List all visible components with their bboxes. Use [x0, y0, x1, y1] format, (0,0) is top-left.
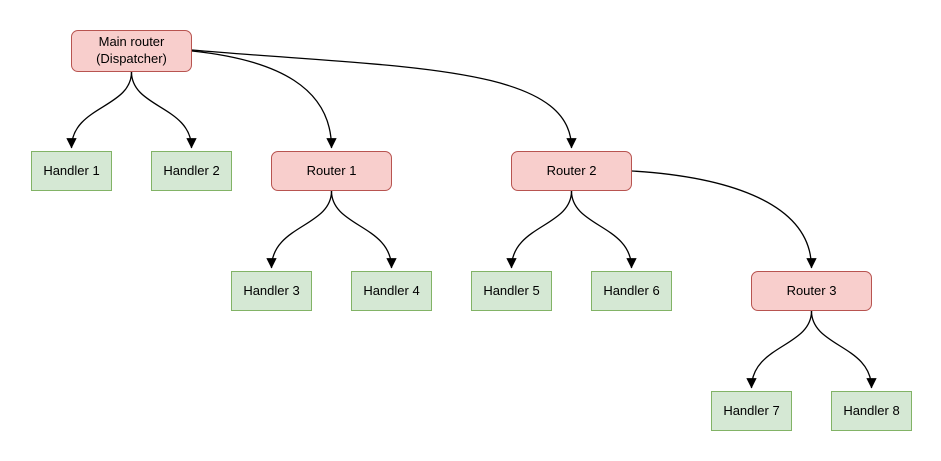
node-handler-6: Handler 6	[591, 271, 672, 311]
edge-main-router-to-handler-2	[130, 71, 197, 149]
node-router-1: Router 1	[271, 151, 392, 191]
edge-router-2-to-router-3	[631, 170, 817, 269]
node-handler-1: Handler 1	[31, 151, 112, 191]
node-handler-5: Handler 5	[471, 271, 552, 311]
edge-router-2-to-handler-6	[570, 190, 637, 269]
edge-main-router-to-router-2	[191, 49, 577, 149]
node-handler-2: Handler 2	[151, 151, 232, 191]
node-router-3: Router 3	[751, 271, 872, 311]
node-router-2: Router 2	[511, 151, 632, 191]
edge-router-1-to-handler-4	[330, 190, 397, 269]
edge-router-1-to-handler-3	[266, 190, 333, 269]
node-main-router: Main router (Dispatcher)	[71, 30, 192, 72]
node-handler-4: Handler 4	[351, 271, 432, 311]
edge-router-3-to-handler-7	[746, 310, 813, 389]
edge-main-router-to-router-1	[191, 50, 337, 149]
node-handler-3: Handler 3	[231, 271, 312, 311]
node-handler-7: Handler 7	[711, 391, 792, 431]
edge-router-2-to-handler-5	[506, 190, 573, 269]
edge-router-3-to-handler-8	[810, 310, 877, 389]
node-handler-8: Handler 8	[831, 391, 912, 431]
edge-main-router-to-handler-1	[66, 71, 133, 149]
